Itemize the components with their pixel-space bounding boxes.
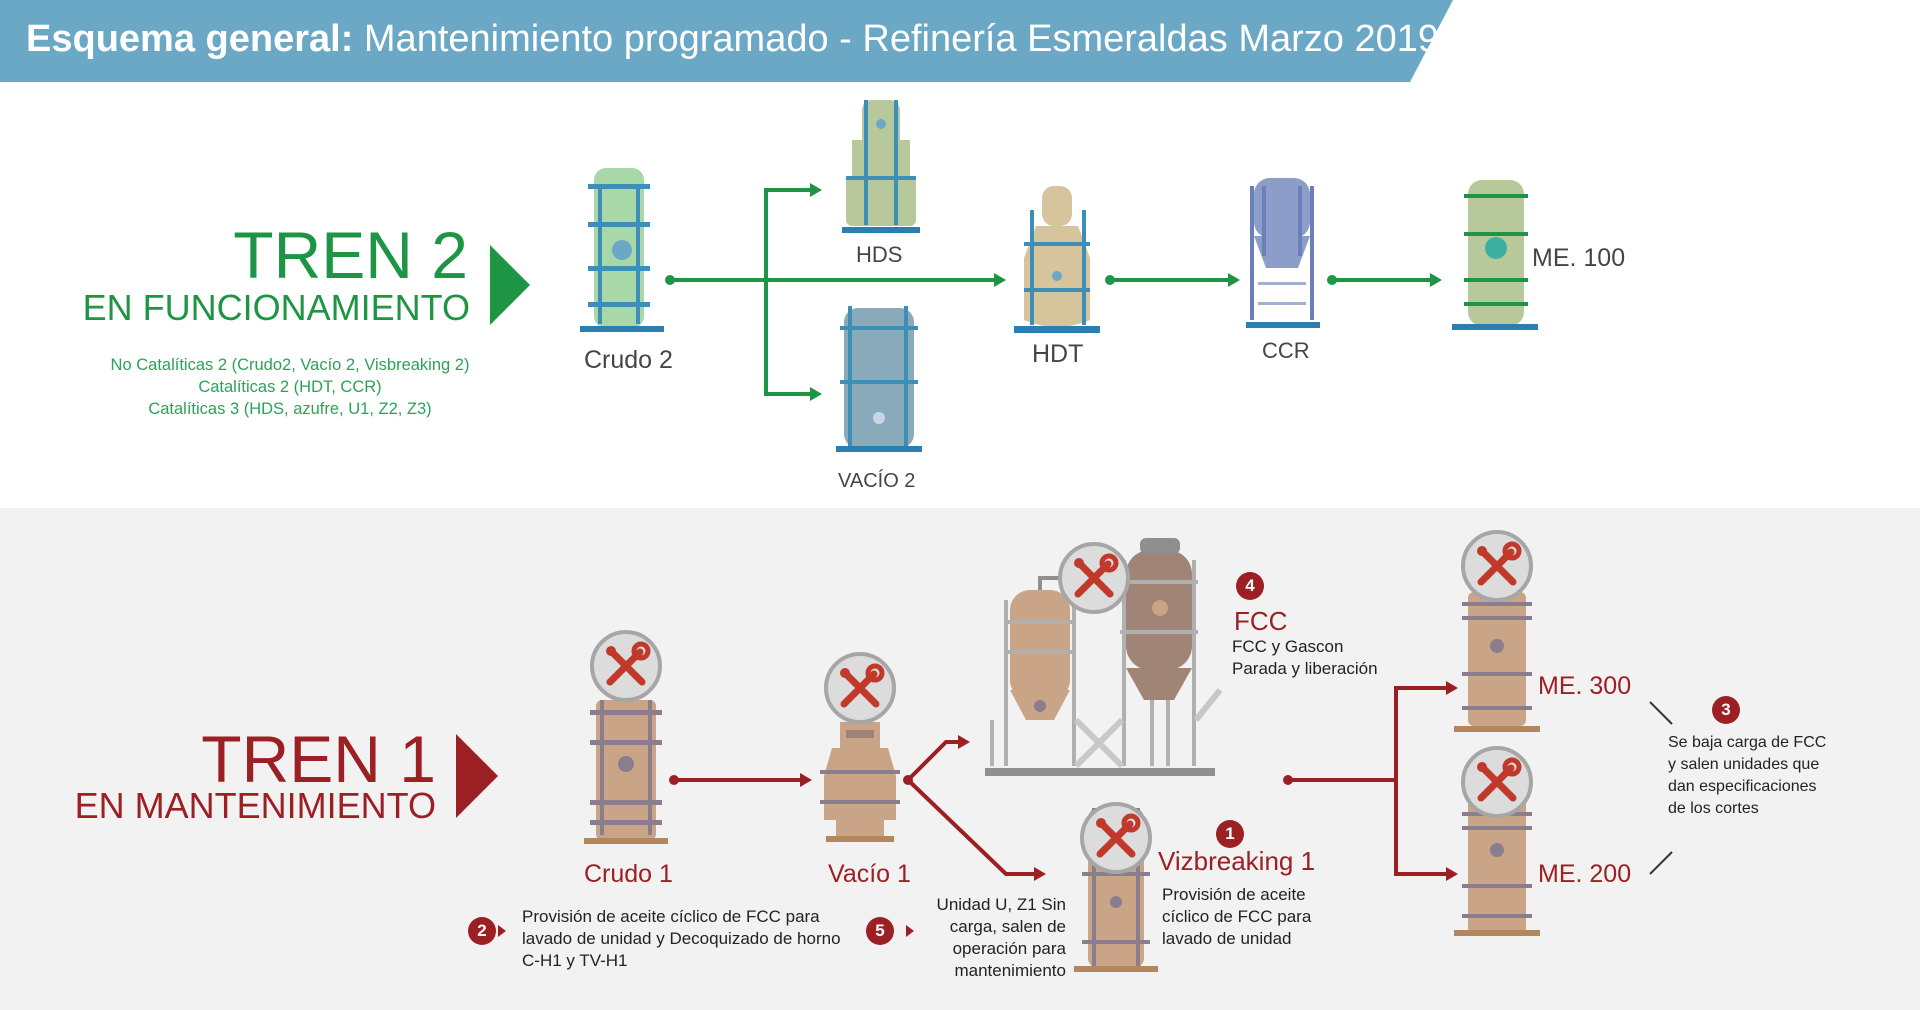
vizbreaking1-wrench-icon xyxy=(1082,804,1150,872)
fcc-wrench-icon xyxy=(1060,544,1128,612)
note5-text: Unidad U, Z1 Sin carga, salen de operaci… xyxy=(936,895,1066,980)
ccr-label: CCR xyxy=(1262,338,1310,363)
me100-tank xyxy=(1452,180,1538,330)
me300-tank xyxy=(1454,592,1540,732)
header-banner xyxy=(0,0,1453,82)
fcc-complex xyxy=(985,538,1223,776)
tren2-flow-lines xyxy=(670,188,1432,396)
note4-text: FCC y Gascon Parada y liberación xyxy=(1232,637,1378,678)
ccr-column xyxy=(1246,178,1320,328)
crudo2-column xyxy=(580,168,664,332)
hds-label: HDS xyxy=(856,242,903,267)
tren1-flow-lines xyxy=(674,686,1448,876)
note3-badge: 3 xyxy=(1712,696,1740,724)
vacio1-column xyxy=(820,722,900,842)
note4-badge: 4 xyxy=(1236,572,1264,600)
maintenance-section-background xyxy=(0,508,1920,1010)
note3-text: Se baja carga de FCC y salen unidades qu… xyxy=(1668,734,1827,817)
tren2-arrow-icon xyxy=(490,245,530,325)
me200-tank xyxy=(1454,800,1540,936)
tren1-subtitle: EN MANTENIMIENTO xyxy=(74,785,436,826)
hdt-label: HDT xyxy=(1032,340,1084,368)
tren2-title: TREN 2 xyxy=(233,218,468,292)
vacio1-wrench-icon xyxy=(826,654,894,722)
hdt-column xyxy=(1014,186,1100,333)
me200-wrench-icon xyxy=(1463,748,1531,816)
note2-text: Provisión de aceite cíclico de FCC para … xyxy=(522,907,841,970)
note2-badge: 2 xyxy=(468,917,496,945)
me300-label: ME. 300 xyxy=(1538,672,1632,700)
crudo2-label: Crudo 2 xyxy=(584,346,673,374)
me200-label: ME. 200 xyxy=(1538,860,1632,888)
tren1-arrow-icon xyxy=(456,734,498,818)
tren2-info: No Catalíticas 2 (Crudo2, Vacío 2, Visbr… xyxy=(110,356,470,418)
tren2-subtitle: EN FUNCIONAMIENTO xyxy=(82,287,470,328)
vacio2-label: VACÍO 2 xyxy=(838,470,916,492)
vacio1-label: Vacío 1 xyxy=(828,860,911,888)
crudo1-wrench-icon xyxy=(592,632,660,700)
vizbreaking1-label: Vizbreaking 1 xyxy=(1158,846,1316,876)
hds-column xyxy=(842,100,920,233)
crudo1-column xyxy=(584,700,668,844)
page-title: Esquema general: Mantenimiento programad… xyxy=(26,18,1439,60)
me100-label: ME. 100 xyxy=(1532,244,1626,272)
me300-wrench-icon xyxy=(1463,532,1531,600)
crudo1-label: Crudo 1 xyxy=(584,860,673,888)
vacio2-column xyxy=(836,306,922,452)
fcc-label: FCC xyxy=(1234,606,1288,636)
note1-text: Provisión de aceite cíclico de FCC para … xyxy=(1162,885,1312,948)
note1-badge: 1 xyxy=(1216,820,1244,848)
note5-badge: 5 xyxy=(866,917,894,945)
tren1-title: TREN 1 xyxy=(201,722,436,796)
